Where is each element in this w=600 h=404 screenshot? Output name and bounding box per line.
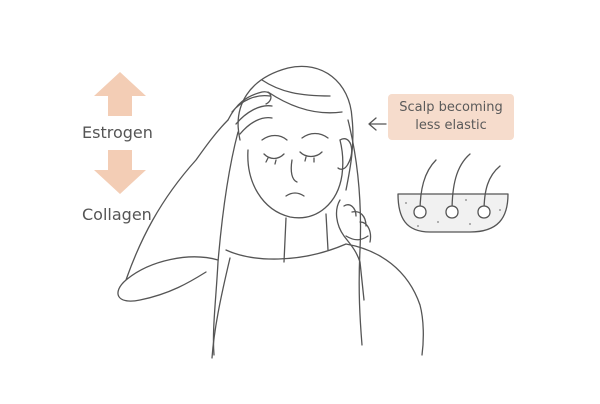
estrogen-label: Estrogen [82,123,153,142]
shoulders [211,243,424,359]
callout-line-2: less elastic [415,118,487,133]
callout-arrow [368,117,387,131]
brows [261,132,329,141]
face-outline [247,139,344,219]
raised-arm [117,119,229,302]
right-eye [299,151,323,158]
follicles [413,205,491,219]
scalp-dots [405,199,501,227]
down-arrow [94,150,146,194]
hair-back [212,119,363,356]
left-eye [263,153,285,160]
ear [337,138,353,170]
scalp-callout: Scalp becoming less elastic [388,94,514,140]
mouth [285,192,305,197]
eyelashes [265,156,315,165]
neck [283,213,329,263]
hand-at-chin [335,199,372,301]
callout-line-1: Scalp becoming [399,100,503,115]
up-arrow [94,72,146,116]
nose [290,159,298,183]
collagen-label: Collagen [82,205,152,224]
hand-on-head [227,91,273,135]
hair-top [237,65,354,191]
